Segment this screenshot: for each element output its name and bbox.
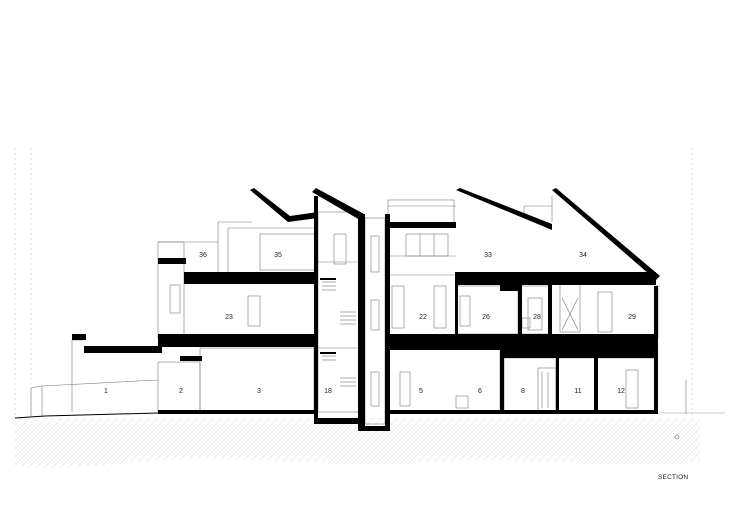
- room-label-1: 1: [104, 388, 108, 395]
- room-label-12: 12: [617, 388, 625, 395]
- room-label-2: 2: [179, 388, 183, 395]
- stair-treads: [322, 281, 356, 387]
- room-label-11: 11: [574, 388, 581, 395]
- room-label-36: 36: [199, 252, 207, 259]
- room-label-5: 5: [419, 388, 423, 395]
- ground-hatch: [15, 418, 700, 469]
- room-label-34: 34: [579, 252, 587, 259]
- room-label-29: 29: [628, 314, 636, 321]
- survey-marker: [674, 434, 680, 440]
- ground-line: [14, 412, 725, 419]
- room-label-23: 23: [225, 314, 233, 321]
- room-label-3: 3: [257, 388, 261, 395]
- room-label-33: 33: [484, 252, 492, 259]
- cut-walls: [72, 188, 660, 431]
- room-label-6: 6: [478, 388, 482, 395]
- room-label-35: 35: [274, 252, 282, 259]
- room-label-8: 8: [521, 388, 525, 395]
- room-label-26: 26: [482, 314, 490, 321]
- room-label-28: 28: [533, 314, 541, 321]
- room-label-18: 18: [324, 388, 332, 395]
- room-label-22: 22: [419, 314, 427, 321]
- room-labels: 1 2 3 18 5 6 8 11 12 23 22 26 28 29 36 3…: [104, 252, 636, 395]
- section-caption: SECTION: [658, 474, 688, 481]
